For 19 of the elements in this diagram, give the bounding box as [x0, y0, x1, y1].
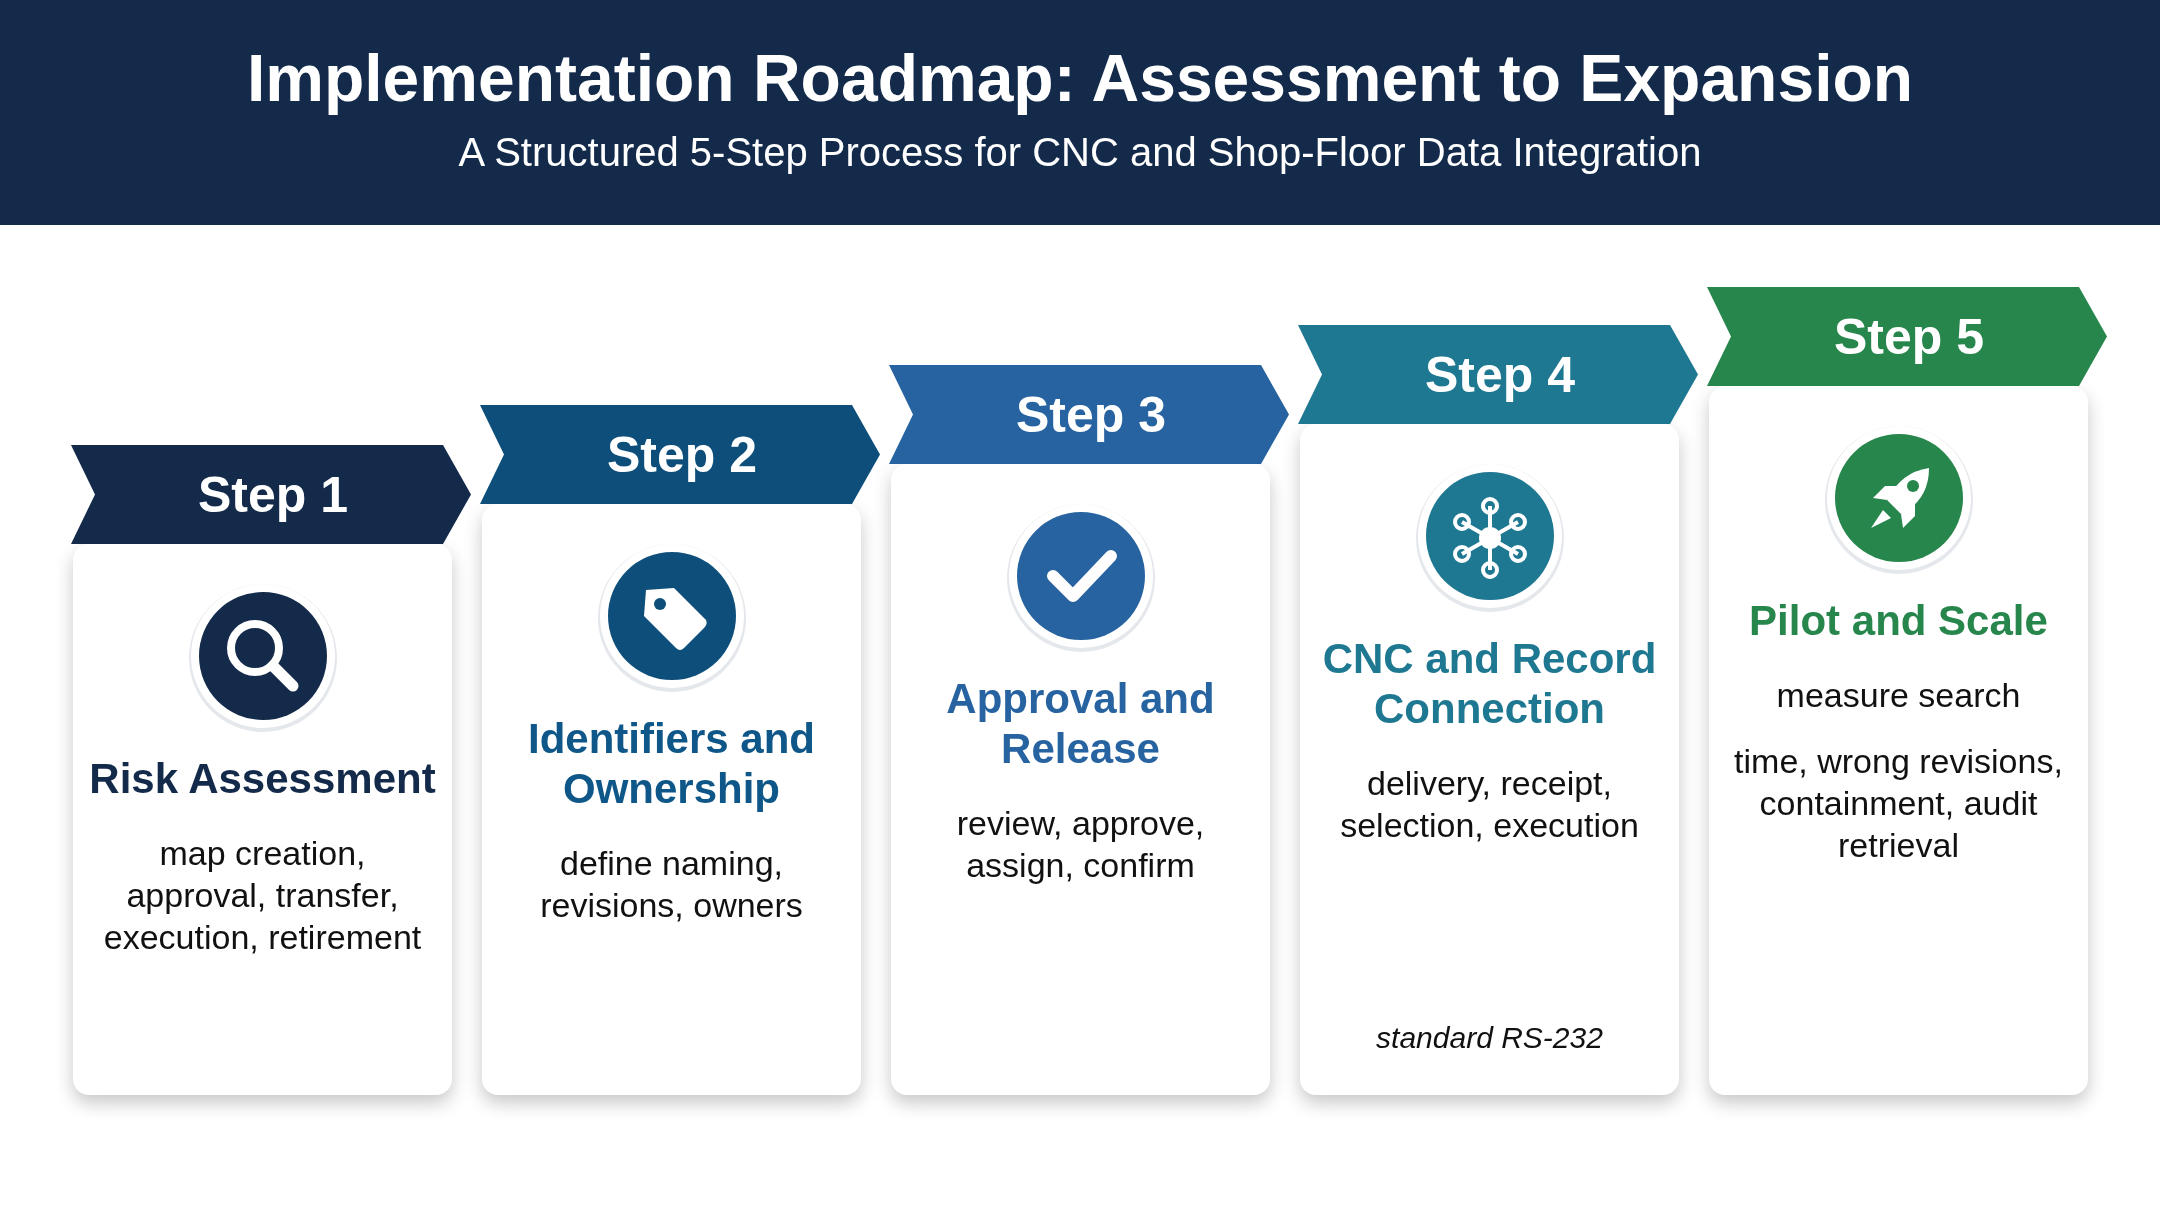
- step-label: Step 3: [1016, 386, 1167, 444]
- step-description: map creation, approval, transfer, execution, retirement: [102, 833, 423, 958]
- step-heading: Pilot and Scale: [1748, 596, 2049, 646]
- step-note: standard RS-232: [1375, 1021, 1604, 1055]
- step-description: delivery, receipt, selection, execution: [1339, 763, 1640, 846]
- step-heading: Risk Assessment: [88, 754, 437, 804]
- step-description: time, wrong revisions, containment, audit retrieval: [1733, 741, 2064, 866]
- step-label: Step 5: [1834, 308, 1985, 366]
- step-description: measure search: [1775, 675, 2022, 716]
- step-heading: CNC and Record Connection: [1321, 634, 1658, 734]
- title: Implementation Roadmap: Assessment to Expansion: [245, 40, 1915, 116]
- step-heading: Approval and Release: [945, 674, 1216, 774]
- step-label: Step 2: [607, 426, 758, 484]
- step-description: define naming, revisions, owners: [539, 843, 804, 926]
- step-label: Step 4: [1425, 346, 1576, 404]
- subtitle: A Structured 5-Step Process for CNC and Shop-Floor Data Integration: [457, 130, 1703, 175]
- step-description: review, approve, assign, confirm: [955, 803, 1206, 886]
- step-heading: Identifiers and Ownership: [526, 714, 817, 814]
- step-label: Step 1: [198, 466, 349, 524]
